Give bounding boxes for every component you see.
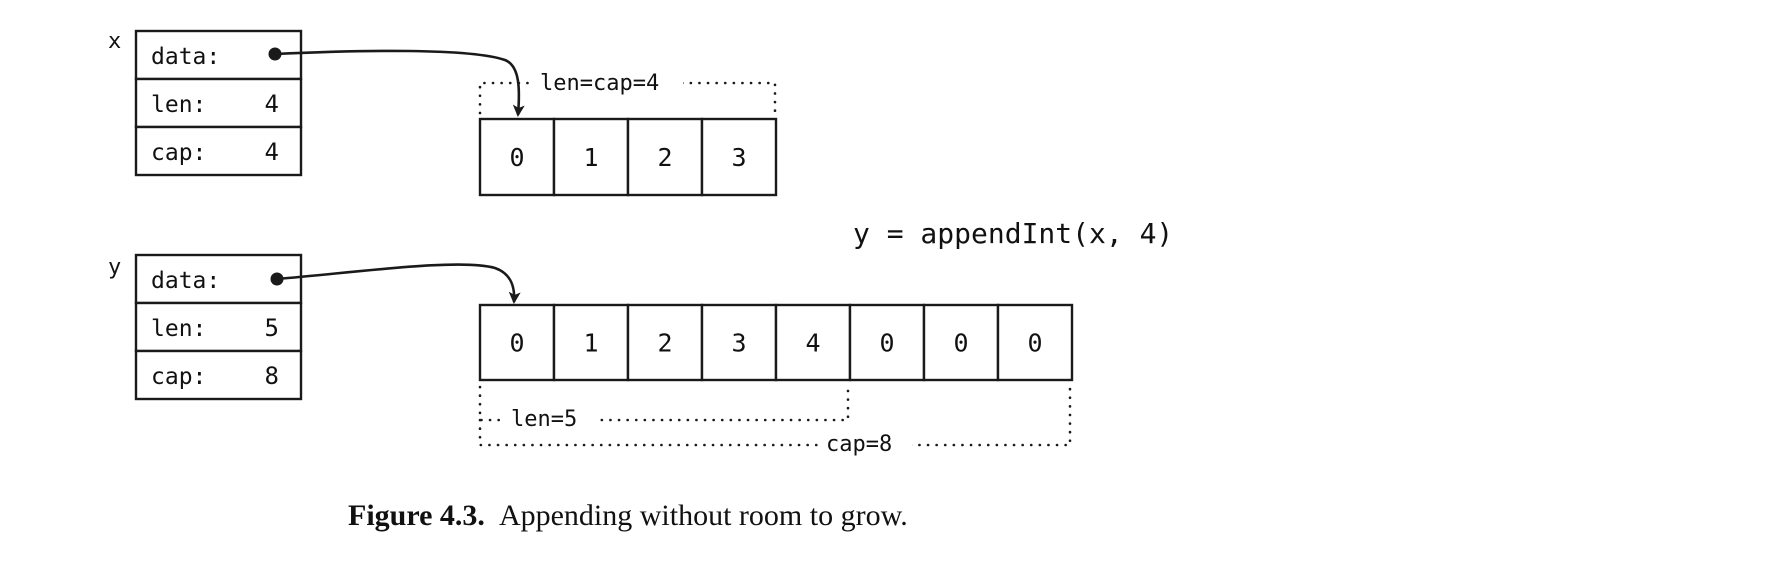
slice-x-len-cell	[134, 77, 303, 129]
slice-x-cap-label: cap:	[151, 140, 206, 166]
slice_x-array-value: 2	[657, 143, 672, 172]
slice-x-cap-value: 4	[265, 138, 279, 166]
slice-x-bracket-label: len=cap=4	[540, 71, 659, 96]
slice_y-array-value: 1	[583, 329, 598, 358]
slice-y-array: 0 1 2 3 4 0 0 0	[478, 303, 1074, 382]
slice_y-array-cell	[996, 303, 1074, 382]
slice-x-bracket: len=cap=4	[478, 70, 777, 115]
slice-x-name: x	[108, 29, 121, 54]
slice-y-cap-label-bg	[820, 431, 912, 459]
slice-x-bracket-label-bg	[533, 70, 683, 98]
slice_y-array-value: 2	[657, 329, 672, 358]
slice_y-array-value: 0	[953, 329, 968, 358]
slice-y-name: y	[108, 255, 121, 280]
slice-y-len-label-bg	[505, 406, 595, 434]
slice_x-array-cell	[626, 117, 704, 197]
slice-y-len-cell	[134, 301, 303, 353]
figure-caption-text: Appending without room to grow.	[499, 499, 908, 532]
slice_x-array-cell	[552, 117, 630, 197]
slice_x-array-cell	[478, 117, 556, 197]
slice-y-len-bracket	[478, 385, 850, 422]
slice_x-array-cell	[700, 117, 778, 197]
slice-y-cap-label: cap:	[151, 364, 206, 390]
slice_x-array-value: 0	[509, 143, 524, 172]
slice_y-array-value: 0	[879, 329, 894, 358]
slice-x-array: 0 1 2 3	[478, 117, 778, 197]
slice-y-len-label: len:	[151, 316, 206, 342]
slice-y-data-label: data:	[151, 268, 220, 294]
slice-y-cap-label: cap=8	[826, 432, 892, 457]
slice-x-data-label: data:	[151, 44, 220, 70]
slice_x-array-value: 3	[731, 143, 746, 172]
slice_y-array-cell	[478, 303, 556, 382]
slice_y-array-cell	[848, 303, 926, 382]
figure-caption: Figure 4.3. Appending without room to gro…	[348, 499, 908, 532]
slice-y-len-value: 5	[265, 314, 279, 342]
slice_y-array-value: 3	[731, 329, 746, 358]
slice_y-array-value: 0	[1027, 329, 1042, 358]
slice-x-cap-cell	[134, 125, 303, 177]
slice_y-array-value: 0	[509, 329, 524, 358]
slice_y-array-cell	[774, 303, 852, 382]
slice-y-pointer-arrow	[276, 263, 521, 304]
slice-y-brackets: len=5 cap=8	[478, 385, 1072, 459]
slice_y-array-value: 4	[805, 329, 820, 358]
slice-y-cap-value: 8	[265, 362, 279, 390]
slice_x-array-value: 1	[583, 143, 598, 172]
slice-y-cap-bracket	[478, 385, 1072, 447]
slice-y-cap-cell	[134, 349, 303, 401]
slice-x-pointer-arrow	[274, 49, 525, 117]
slice_y-array-cell	[700, 303, 778, 382]
slice-x-len-value: 4	[265, 90, 279, 118]
append-statement: y = appendInt(x, 4)	[853, 217, 1173, 250]
slice-x-len-label: len:	[151, 92, 206, 118]
slice_y-array-cell	[626, 303, 704, 382]
slice-x-header: x data: len: cap: 4 4	[108, 29, 303, 177]
slice-y-header: y data: len: cap: 5 8	[108, 253, 303, 401]
slice-y-len-label: len=5	[511, 407, 577, 432]
figure-caption-number: Figure 4.3.	[348, 499, 485, 532]
